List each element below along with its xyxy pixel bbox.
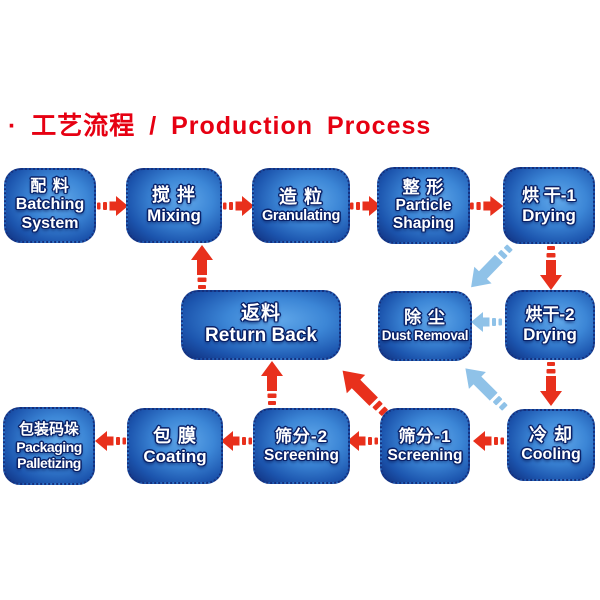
node-mixing-label-en: Mixing <box>147 206 201 226</box>
node-drying-1-label-en: Drying <box>522 205 576 225</box>
arrow-drying-2-to-cooling <box>540 362 562 406</box>
arrow-coating-to-packaging <box>95 431 126 451</box>
node-return-back-label-zh: 返料 <box>240 303 281 325</box>
node-screening-2-label-zh: 筛分-2 <box>274 427 329 447</box>
node-particle-shaping-label-zh: 整 形 <box>402 177 445 197</box>
node-screening-1-label-en: Screening <box>387 446 463 464</box>
arrow-screening-2-to-return-back <box>261 361 283 405</box>
arrow-return-back-to-mixing <box>191 245 213 289</box>
node-granulating-label-en: Granulating <box>261 207 341 224</box>
node-granulating: 造 粒 Granulating <box>252 168 350 243</box>
arrow-mixing-to-granulating <box>223 196 254 216</box>
node-drying-2-label-zh: 烘干-2 <box>525 305 575 325</box>
node-batching-system: 配 料 Batching System <box>4 168 96 243</box>
node-particle-shaping: 整 形 Particle Shaping <box>377 167 470 244</box>
node-cooling-label-zh: 冷 却 <box>528 425 573 446</box>
node-coating-label-en: Coating <box>143 446 207 466</box>
arrow-cooling-to-dust-removal <box>456 359 514 417</box>
node-return-back-label-en: Return Back <box>205 325 317 346</box>
arrow-batching-to-mixing <box>97 196 128 216</box>
node-packaging-palletizing-label-zh: 包装码垛 <box>18 421 79 439</box>
node-mixing: 搅 拌 Mixing <box>126 168 222 243</box>
node-batching-system-label-en: Batching System <box>15 196 85 232</box>
node-drying-2: 烘干-2 Drying <box>505 290 595 360</box>
arrow-drying-1-to-dust-removal <box>462 238 519 296</box>
arrow-screening-2-to-coating <box>221 431 252 451</box>
node-cooling: 冷 却 Cooling <box>507 409 595 481</box>
arrow-drying-1-to-drying-2 <box>540 246 562 290</box>
arrow-drying-2-to-dust-removal <box>471 312 502 332</box>
node-coating-label-zh: 包 膜 <box>152 425 197 446</box>
node-return-back: 返料 Return Back <box>181 290 341 360</box>
node-screening-2: 筛分-2 Screening <box>253 408 350 484</box>
node-dust-removal-label-en: Dust Removal <box>381 328 469 344</box>
page-title: · 工艺流程 / Production Process <box>8 112 432 140</box>
node-packaging-palletizing: 包装码垛 Packaging Palletizing <box>3 407 95 485</box>
arrow-cooling-to-screening-1 <box>473 431 504 451</box>
node-screening-2-label-en: Screening <box>264 446 339 464</box>
arrow-screening-1-to-screening-2 <box>347 431 378 451</box>
node-drying-1-label-zh: 烘 干-1 <box>522 185 576 205</box>
node-drying-1: 烘 干-1 Drying <box>503 167 595 244</box>
node-dust-removal-label-zh: 除 尘 <box>404 308 446 328</box>
node-drying-2-label-en: Drying <box>523 325 577 344</box>
node-dust-removal: 除 尘 Dust Removal <box>378 291 472 361</box>
node-screening-1-label-zh: 筛分-1 <box>398 427 452 447</box>
node-cooling-label-en: Cooling <box>521 446 581 464</box>
node-batching-system-label-zh: 配 料 <box>30 177 70 195</box>
node-particle-shaping-label-en: Particle Shaping <box>392 197 455 233</box>
arrow-particle-shaping-to-drying-1 <box>470 196 504 216</box>
node-coating: 包 膜 Coating <box>127 408 223 484</box>
node-granulating-label-zh: 造 粒 <box>278 186 323 207</box>
node-packaging-palletizing-label-en: Packaging Palletizing <box>16 438 82 471</box>
node-mixing-label-zh: 搅 拌 <box>151 185 196 206</box>
node-screening-1: 筛分-1 Screening <box>380 408 470 484</box>
